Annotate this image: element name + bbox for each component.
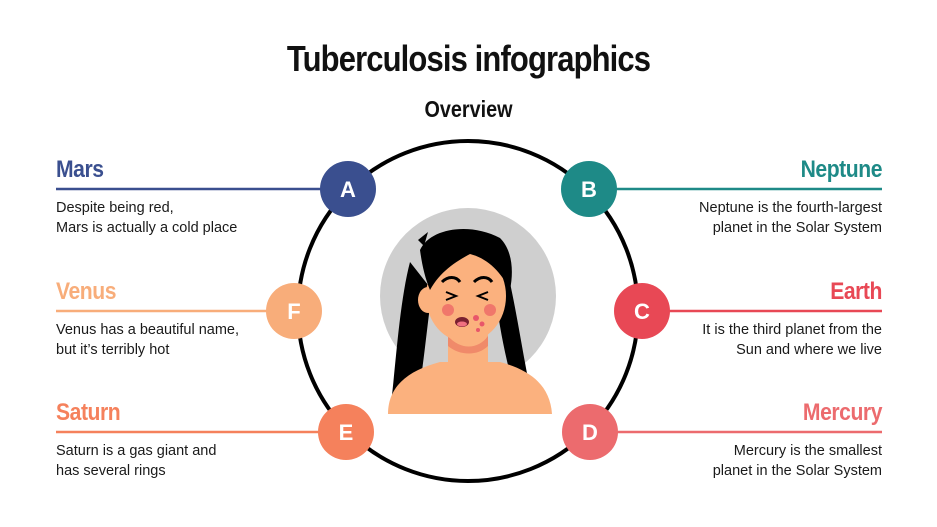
item-neptune: Neptune Neptune is the fourth-largest pl…	[622, 156, 882, 238]
node-a-letter: A	[340, 177, 356, 202]
node-d: D	[562, 404, 618, 460]
item-mars-heading: Mars	[56, 156, 104, 183]
item-saturn-description: Saturn is a gas giant and has several ri…	[56, 443, 217, 479]
item-saturn: Saturn Saturn is a gas giant and has sev…	[56, 399, 316, 481]
node-e: E	[318, 404, 374, 460]
item-earth-description: It is the third planet from the Sun and …	[702, 322, 882, 358]
item-mercury-heading: Mercury	[802, 399, 883, 426]
item-venus: Venus Venus has a beautiful name, but it…	[56, 278, 276, 360]
item-neptune-heading: Neptune	[800, 156, 883, 183]
node-f-circle	[266, 283, 322, 339]
node-b-circle	[561, 161, 617, 217]
page-subtitle: Overview	[424, 96, 513, 122]
item-venus-heading: Venus	[56, 278, 117, 305]
node-f: F	[266, 283, 322, 339]
node-e-letter: E	[339, 420, 354, 445]
node-d-circle	[562, 404, 618, 460]
item-venus-description: Venus has a beautiful name, but it’s ter…	[56, 322, 239, 358]
item-mars-description: Despite being red, Mars is actually a co…	[56, 200, 238, 236]
page-title: Tuberculosis infographics	[286, 38, 651, 79]
node-d-letter: D	[582, 420, 598, 445]
item-earth: Earth It is the third planet from the Su…	[662, 278, 882, 360]
item-mars: Mars Despite being red, Mars is actually…	[56, 156, 316, 238]
item-mercury: Mercury Mercury is the smallest planet i…	[622, 399, 883, 481]
node-f-letter: F	[287, 299, 300, 324]
node-e-circle	[318, 404, 374, 460]
item-saturn-heading: Saturn	[56, 399, 121, 426]
item-earth-heading: Earth	[830, 278, 882, 305]
node-a: A	[320, 161, 376, 217]
item-mercury-description: Mercury is the smallest planet in the So…	[712, 443, 882, 479]
item-neptune-description: Neptune is the fourth-largest planet in …	[699, 200, 882, 236]
node-c-circle	[614, 283, 670, 339]
node-c: C	[614, 283, 670, 339]
node-c-letter: C	[634, 299, 650, 324]
coughing-person-illustration	[380, 208, 556, 414]
node-b-letter: B	[581, 177, 597, 202]
node-a-circle	[320, 161, 376, 217]
node-b: B	[561, 161, 617, 217]
